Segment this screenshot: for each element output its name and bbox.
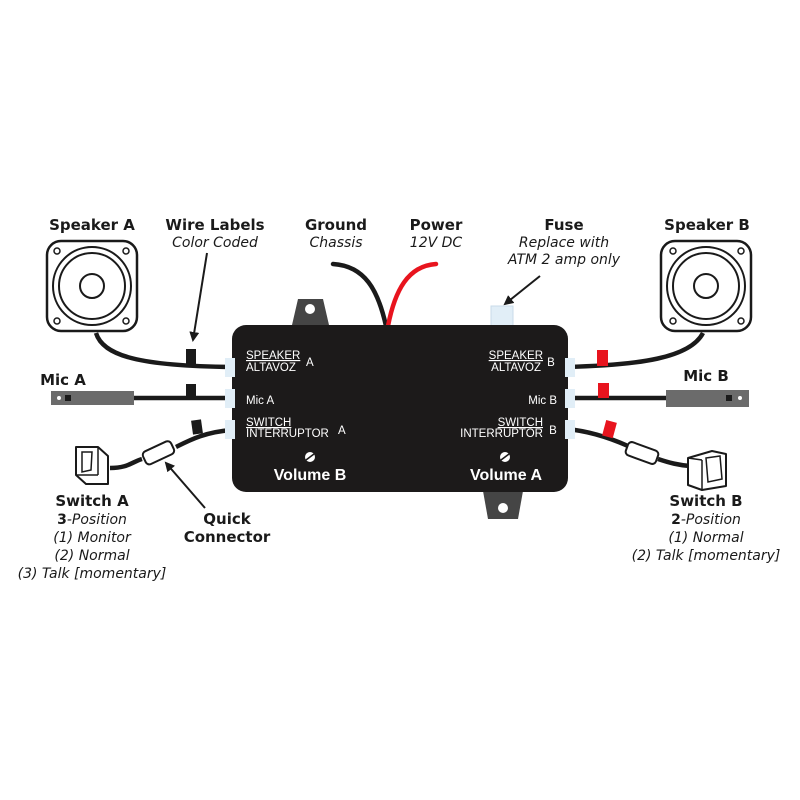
mic-b-led-icon [738, 396, 742, 400]
switch-b-positions: 2-Position [671, 512, 741, 528]
wire-labels-subtitle: Color Coded [172, 235, 258, 251]
switch-b-positions-count: 2 [671, 512, 681, 528]
port-switch-b[interactable] [565, 420, 575, 439]
wire-label-tag-switch-a [191, 419, 203, 435]
switch-a-positions-suffix: -Position [67, 512, 127, 528]
quick-connector-arrow [164, 461, 206, 509]
box-label-mic-a: Mic A [246, 395, 274, 407]
switch-a-positions: 3-Position [57, 512, 127, 528]
mic-a-led-icon [57, 396, 61, 400]
port-speaker-b[interactable] [565, 358, 575, 377]
volume-b-label: Volume B [274, 467, 347, 484]
box-label-speaker-b-es: ALTAVOZ [491, 362, 541, 374]
fuse-subtitle-2: ATM 2 amp only [507, 252, 621, 268]
box-label-switch-a-es: INTERRUPTOR [246, 428, 329, 440]
box-label-switch-a-channel: A [338, 425, 346, 437]
box-label-speaker-a-en: SPEAKER [246, 350, 300, 362]
port-switch-a[interactable] [225, 420, 235, 439]
box-label-speaker-b-channel: B [547, 357, 555, 369]
box-label-mic-b: Mic B [528, 395, 557, 407]
port-speaker-a[interactable] [225, 358, 235, 377]
mic-b-label: Mic B [683, 367, 729, 385]
switch-b-position-2: (2) Talk [momentary] [632, 548, 781, 564]
switch-a-wire-1 [109, 456, 143, 471]
box-label-switch-b-channel: B [549, 425, 557, 437]
mic-a-label: Mic A [40, 371, 86, 389]
speaker-a-wire [93, 332, 233, 370]
switch-b-icon [687, 450, 727, 491]
speaker-b-label: Speaker B [664, 216, 750, 234]
mount-hole-top-icon [305, 304, 315, 314]
port-mic-b[interactable] [565, 389, 575, 408]
box-label-speaker-a-es: ALTAVOZ [246, 362, 296, 374]
volume-a-label: Volume A [470, 467, 542, 484]
mount-hole-bottom-icon [498, 503, 508, 513]
quick-connector-label-1: Quick [203, 510, 251, 528]
fuse-icon[interactable] [490, 305, 514, 327]
wire-label-tag-speaker-b [597, 350, 608, 366]
switch-a-position-2: (2) Normal [54, 548, 129, 564]
box-label-speaker-b-en: SPEAKER [489, 350, 543, 362]
speaker-a-icon [45, 239, 139, 333]
box-label-switch-b-es: INTERRUPTOR [460, 428, 543, 440]
power-subtitle: 12V DC [410, 235, 463, 251]
power-wire [385, 261, 439, 329]
port-mic-a[interactable] [225, 389, 235, 408]
switch-a-position-1: (1) Monitor [53, 530, 132, 546]
box-label-switch-a-en: SWITCH [246, 417, 291, 429]
quick-connector-b-icon [624, 441, 660, 465]
mic-a-button-icon [65, 395, 71, 401]
volume-a-knob-icon[interactable] [500, 452, 510, 462]
wire-labels-arrow [189, 252, 208, 342]
quick-connector-label-2: Connector [184, 528, 271, 546]
switch-b-wire-1 [565, 426, 629, 449]
control-box [232, 325, 568, 492]
wire-label-tag-mic-a [186, 384, 196, 398]
switch-a-position-3: (3) Talk [momentary] [18, 566, 167, 582]
switch-b-label: Switch B [669, 492, 742, 510]
wire-label-tag-speaker-a [186, 349, 196, 365]
wire-label-tag-mic-b [598, 383, 609, 398]
quick-connector-a-icon [141, 440, 176, 466]
fuse-subtitle-1: Replace with [519, 235, 609, 251]
mic-b-button-icon [726, 395, 732, 401]
switch-a-wire-2 [174, 427, 233, 450]
switch-a-positions-count: 3 [57, 512, 67, 528]
power-label: Power [410, 216, 463, 234]
mic-b-icon [666, 390, 749, 407]
volume-b-knob-icon[interactable] [305, 452, 315, 462]
speaker-a-label: Speaker A [49, 216, 135, 234]
switch-b-positions-suffix: -Position [681, 512, 741, 528]
ground-label: Ground [305, 216, 367, 234]
wire-label-tag-switch-b [602, 419, 617, 439]
fuse-label: Fuse [544, 216, 583, 234]
speaker-b-wire [565, 331, 705, 370]
switch-a-icon [75, 446, 109, 485]
mic-a-icon [51, 391, 134, 405]
switch-a-label: Switch A [55, 492, 129, 510]
wire-labels-label: Wire Labels [165, 216, 264, 234]
speaker-b-icon [659, 239, 753, 333]
fuse-arrow [503, 275, 541, 306]
switch-b-wire-2 [657, 456, 691, 469]
ground-subtitle: Chassis [310, 235, 363, 251]
switch-b-position-1: (1) Normal [668, 530, 743, 546]
ground-wire [330, 261, 389, 329]
box-label-switch-b-en: SWITCH [498, 417, 543, 429]
box-label-speaker-a-channel: A [306, 357, 314, 369]
